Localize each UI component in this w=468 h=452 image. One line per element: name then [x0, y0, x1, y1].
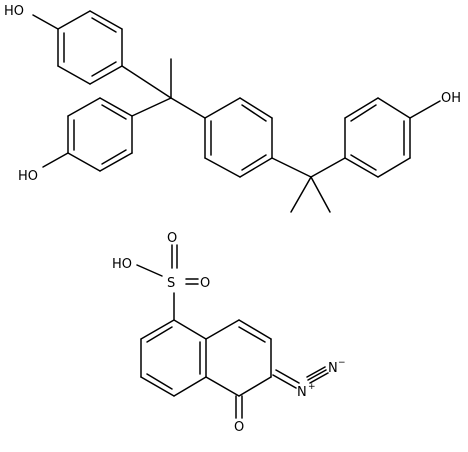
diazo-n1-charge: + — [308, 382, 316, 392]
diazo-n2-label: N — [328, 361, 338, 376]
ketone-bond — [235, 395, 243, 419]
oh-right-label: OH — [441, 91, 461, 106]
ring-b-phenol — [67, 97, 133, 172]
acid-oh-label: HO — [112, 257, 132, 272]
bond-oh-a — [32, 14, 59, 30]
sulfonic-acid-group — [136, 244, 199, 321]
quaternary-carbon-1 — [121, 58, 206, 119]
diazo-group — [272, 366, 329, 389]
ring-d-phenol — [344, 97, 411, 178]
diazo-n1-label: N — [297, 385, 307, 400]
oh-top-left-label: HO — [4, 4, 24, 19]
sulfonyl-oxygen-right-label: O — [200, 276, 210, 291]
bond-oh-b — [42, 152, 69, 168]
diazo-n2-charge: − — [338, 358, 346, 368]
molecule-trisphenol: HO HO — [4, 4, 461, 213]
sulfur-label: S — [167, 276, 175, 291]
ring-a-phenol — [57, 10, 123, 85]
naphthalene-ring-right — [205, 319, 272, 397]
ketone-oxygen-label: O — [234, 420, 244, 435]
oh-mid-left-label: HO — [18, 169, 38, 184]
ring-c-benzene — [204, 97, 273, 178]
naphthalene-ring-left — [140, 319, 207, 397]
molecule-diazonaphthoquinone-sulfonic-acid: HO S O O — [112, 231, 346, 435]
sulfonyl-oxygen-up-label: O — [167, 231, 177, 246]
quaternary-carbon-2 — [271, 157, 346, 213]
bond-oh-d — [409, 100, 441, 119]
